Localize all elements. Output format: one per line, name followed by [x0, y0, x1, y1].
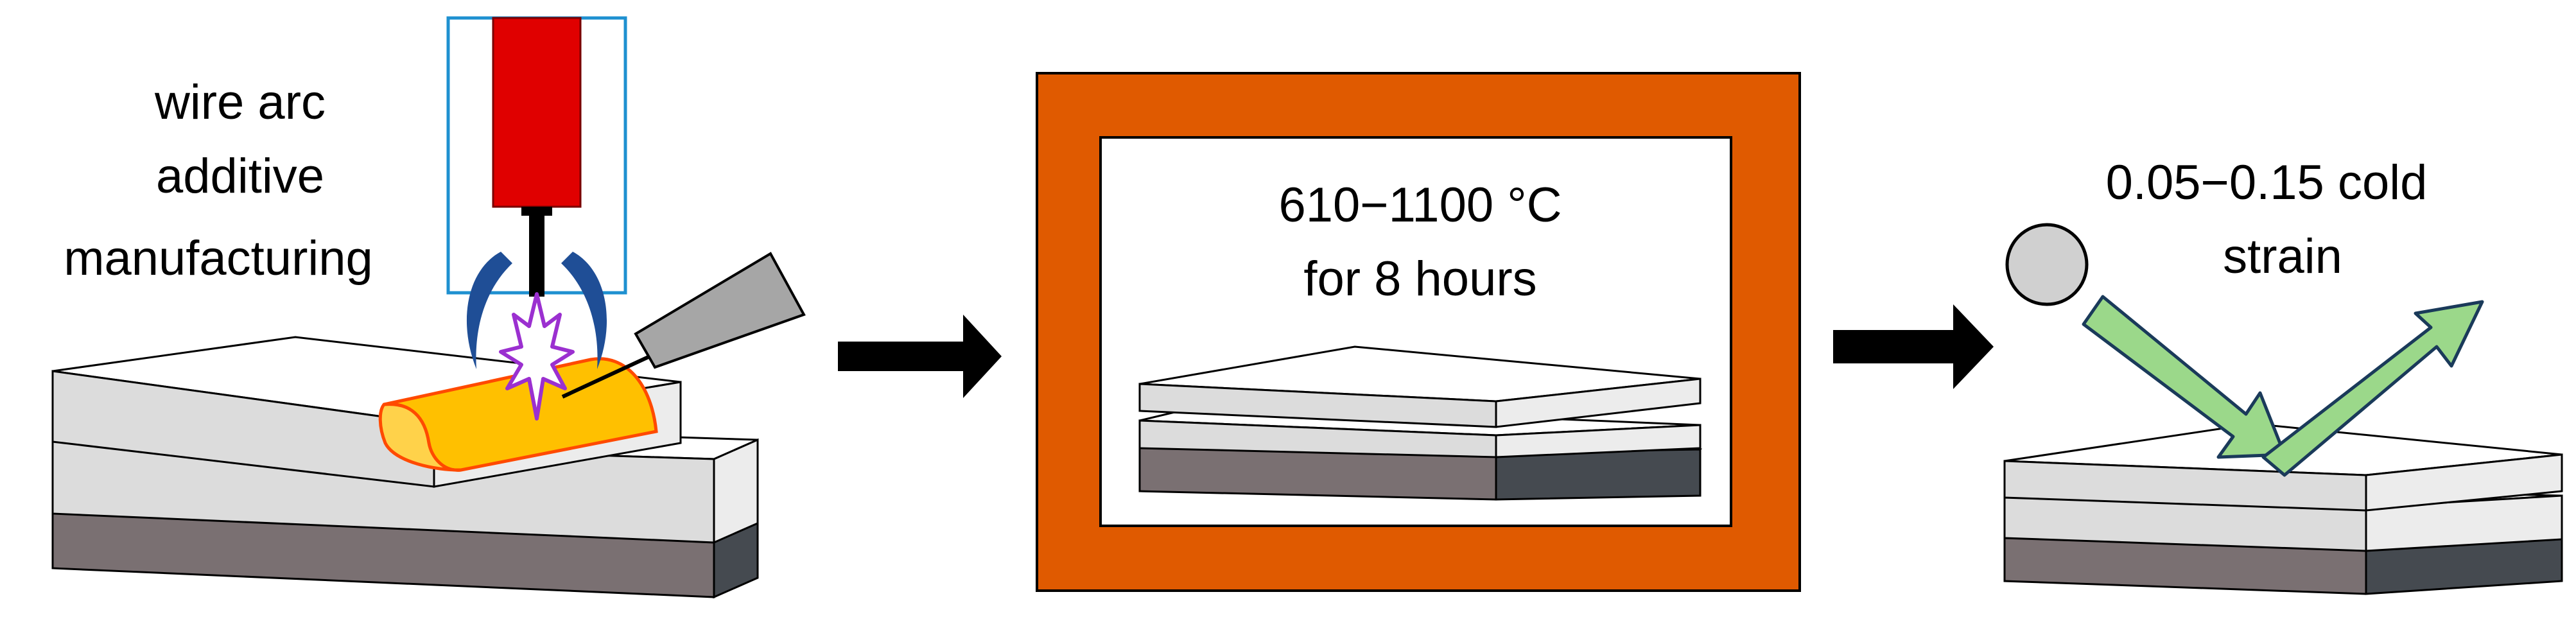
wire-feeder-icon	[561, 252, 806, 399]
process-arrow-icon	[838, 315, 1002, 398]
panel-cold-strain: 0.05−0.15 cold strain	[2003, 155, 2563, 595]
arc-shield-icon	[466, 252, 607, 369]
furnace-icon	[1036, 72, 1801, 592]
welding-torch-icon	[446, 16, 627, 297]
waam-label-line1: wire arc	[154, 75, 326, 130]
heat-treatment-duration: for 8 hours	[1303, 252, 1536, 306]
arc-spark-icon	[499, 292, 575, 421]
waam-label-line2: additive	[156, 149, 324, 204]
cold-strain-value: 0.05−0.15 cold	[2106, 155, 2428, 210]
cold-strain-label: strain	[2223, 229, 2342, 284]
panel-wire-arc-additive-manufacturing: wire arc additive manufacturing	[51, 16, 806, 599]
heat-treatment-temperature: 610−1100 °C	[1278, 178, 1562, 232]
strain-arrow-icon	[2082, 295, 2484, 477]
shot-ball-icon	[2005, 223, 2089, 306]
waam-label-line3: manufacturing	[64, 231, 373, 286]
process-arrow-icon	[1833, 304, 1994, 389]
panel-heat-treatment: 610−1100 °C for 8 hours	[1036, 72, 1801, 592]
furnace-top-layer	[1138, 345, 1701, 428]
